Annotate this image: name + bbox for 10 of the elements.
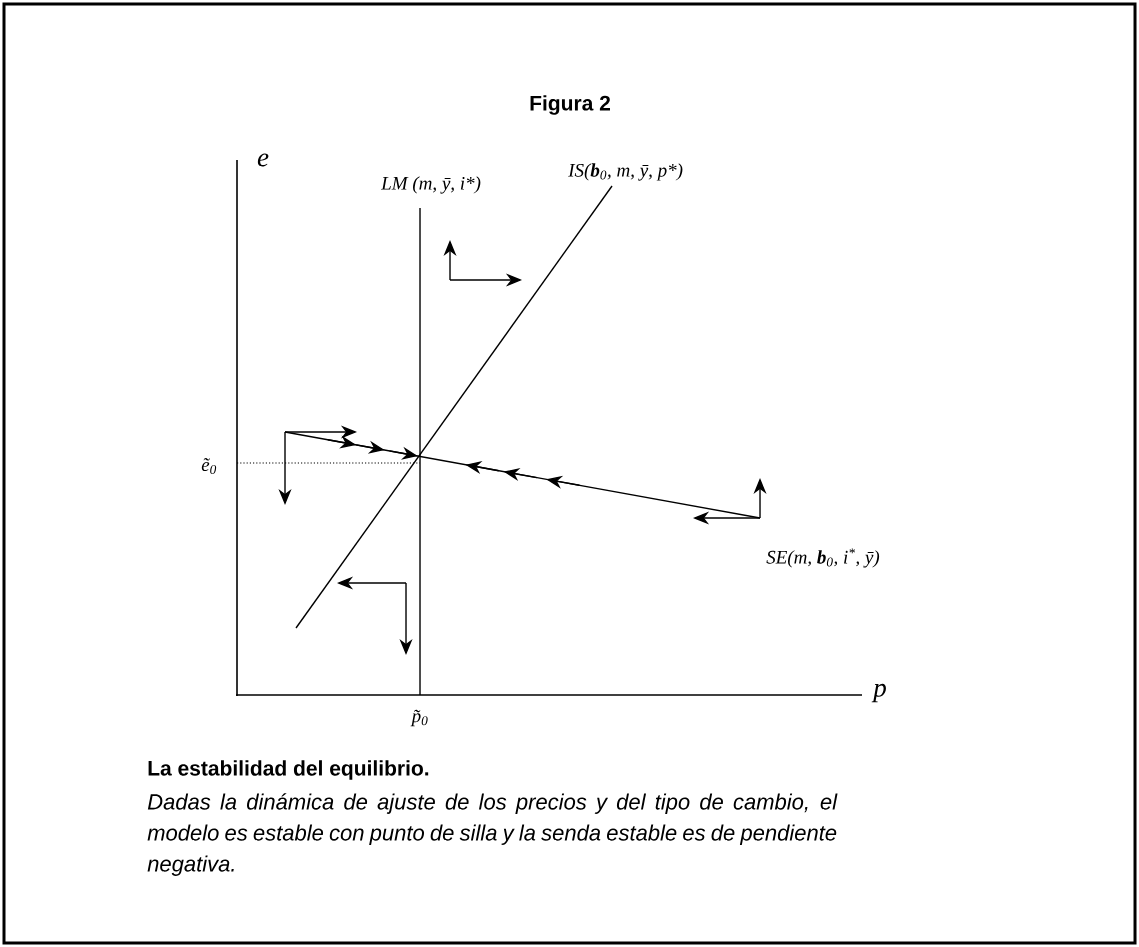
curve-label: IS(b$_{0}$, m, ȳ, p*)	[568, 163, 683, 181]
figure-title: Figura 2	[530, 95, 610, 115]
curve-label: LM (m, ȳ, i*)	[381, 176, 481, 194]
axis-label: e	[257, 153, 269, 167]
axis-value-label: p̃$_{0}$	[410, 709, 428, 727]
curve-label: SE(m, b$_{0}$, i$^{*}$, ȳ)	[766, 548, 880, 568]
axis-value-label: ẽ$_{0}$	[201, 458, 217, 474]
axis-label: p	[871, 683, 886, 703]
caption-text: Dadas la dinámica de ajuste de los precios y del tipo de cambio, el modelo es estable con punto de silla y la senda estable es de pendiente negativa.	[147, 793, 838, 876]
caption-heading: La estabilidad del equilibrio.	[148, 760, 429, 780]
